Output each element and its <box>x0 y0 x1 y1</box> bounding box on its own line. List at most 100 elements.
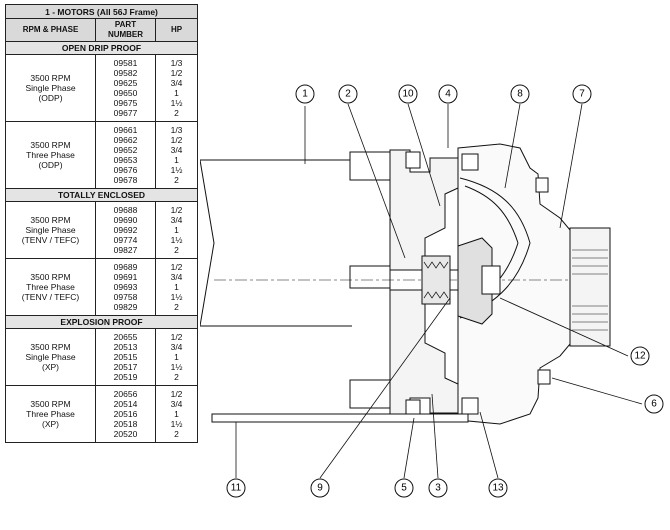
hp-value: 1/2 <box>170 262 183 272</box>
hp-value: 3/4 <box>170 145 183 155</box>
hp-value: 2 <box>174 372 179 382</box>
rpm-phase-line: Single Phase <box>25 225 76 235</box>
rpm-phase-line: 3500 RPM <box>30 140 71 150</box>
part-number: 09692 <box>113 225 138 235</box>
casing-bolt-bottom <box>461 397 479 415</box>
part-number: 09662 <box>113 135 138 145</box>
header-hp: HP <box>154 18 199 42</box>
casing-bolt-top <box>461 153 479 171</box>
hp-value: 1/3 <box>170 125 183 135</box>
part-number: 20516 <box>113 409 138 419</box>
hp-value: 1 <box>174 352 179 362</box>
casing-bolt-right-low <box>537 369 551 385</box>
shaft-seal <box>421 255 451 305</box>
callout-bubble: 4 <box>438 84 458 104</box>
rpm-phase-line: Three Phase <box>26 150 75 160</box>
callout-number: 9 <box>317 483 323 494</box>
hp-value: 3/4 <box>170 215 183 225</box>
hp-value: 2 <box>174 302 179 312</box>
part-number: 20655 <box>113 332 138 342</box>
callout-number: 2 <box>345 89 351 100</box>
hp-value: 1 <box>174 409 179 419</box>
callout-bubble: 1 <box>295 84 315 104</box>
hp-value: 1/3 <box>170 58 183 68</box>
callout-number: 12 <box>634 351 646 362</box>
rpm-phase-line: (ODP) <box>38 93 63 103</box>
hp-value: 1/2 <box>170 68 183 78</box>
part-number: 20520 <box>113 429 138 439</box>
callout-bubble: 6 <box>644 394 664 414</box>
part-number: 20519 <box>113 372 138 382</box>
rpm-phase-line: (XP) <box>42 419 59 429</box>
rpm-phase-line: (XP) <box>42 362 59 372</box>
seal-spring <box>423 261 449 299</box>
impeller-nut <box>481 265 501 295</box>
callout-number: 3 <box>435 483 441 494</box>
hp-value: 1½ <box>170 98 183 108</box>
part-number: 20656 <box>113 389 138 399</box>
part-number: 09689 <box>113 262 138 272</box>
part-number: 09827 <box>113 245 138 255</box>
hp-value: 1½ <box>170 292 183 302</box>
hp-value: 1/2 <box>170 332 183 342</box>
callout-bubble: 10 <box>398 84 418 104</box>
hp-value: 3/4 <box>170 272 183 282</box>
table-title: 1 - MOTORS (All 56J Frame) <box>4 4 199 19</box>
part-number: 20517 <box>113 362 138 372</box>
callout-bubble: 13 <box>488 478 508 498</box>
rpm-phase-line: (ODP) <box>38 160 63 170</box>
motor-boss-bottom <box>349 379 391 409</box>
rpm-phase-line: Three Phase <box>26 409 75 419</box>
callout-bubble: 7 <box>572 84 592 104</box>
section-header: EXPLOSION PROOF <box>4 315 199 329</box>
hp-value: 1 <box>174 155 179 165</box>
discharge-outlet <box>569 227 611 347</box>
motor-boss-top <box>349 151 391 181</box>
callout-number: 7 <box>579 89 585 100</box>
callout-bubble: 8 <box>510 84 530 104</box>
hp-value: 1 <box>174 225 179 235</box>
hp-value: 1½ <box>170 165 183 175</box>
hp-value: 1/2 <box>170 205 183 215</box>
callout-bubble: 2 <box>338 84 358 104</box>
hp-value: 1/2 <box>170 389 183 399</box>
hp-value: 2 <box>174 175 179 185</box>
hp-value: 1 <box>174 282 179 292</box>
hp-value: 2 <box>174 108 179 118</box>
impeller <box>457 237 493 325</box>
rpm-phase-line: (TENV / TEFC) <box>21 235 80 245</box>
part-number: 09581 <box>113 58 138 68</box>
hp-value: 1 <box>174 88 179 98</box>
part-number: 20514 <box>113 399 138 409</box>
part-number: 09693 <box>113 282 138 292</box>
section-header: OPEN DRIP PROOF <box>4 41 199 55</box>
rpm-phase-line: 3500 RPM <box>30 73 71 83</box>
rpm-phase-line: Three Phase <box>26 282 75 292</box>
part-number: 09691 <box>113 272 138 282</box>
callout-number: 13 <box>492 483 504 494</box>
part-number: 20513 <box>113 342 138 352</box>
callout-number: 5 <box>401 483 407 494</box>
part-number: 09829 <box>113 302 138 312</box>
header-part-line-1: PART <box>114 20 137 29</box>
flange-bolt-top <box>405 151 421 169</box>
part-number: 09677 <box>113 108 138 118</box>
rpm-phase-line: 3500 RPM <box>30 399 71 409</box>
